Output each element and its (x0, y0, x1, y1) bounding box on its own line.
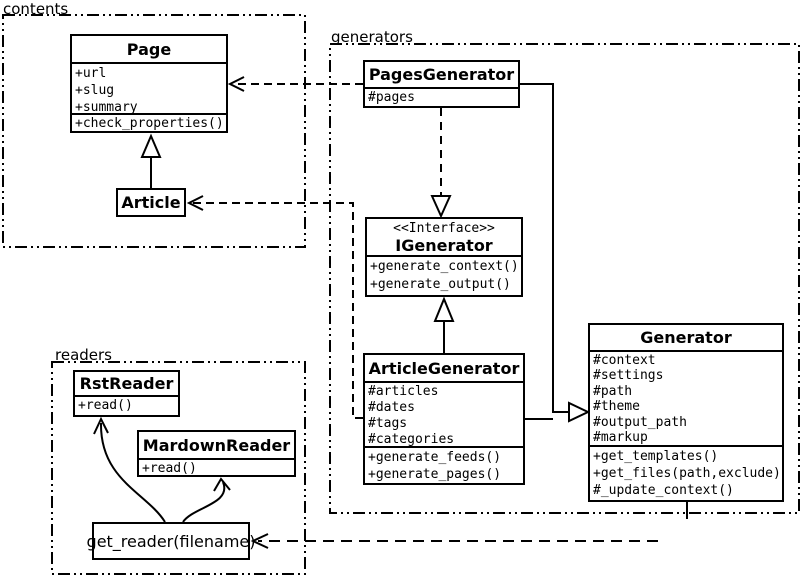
class-box-article: Article (116, 188, 186, 217)
package-label-readers: readers (55, 346, 112, 364)
method: +check_properties() (75, 116, 224, 131)
package-frame-contents (2, 14, 306, 248)
open-arrowhead-to-getreader (250, 533, 269, 549)
open-arrowhead-to-rstreader (93, 416, 109, 435)
inheritance-line-pagesgenerator-generator (520, 83, 569, 413)
class-header-igenerator: <<Interface>> IGenerator (367, 219, 521, 255)
open-arrowhead-to-mardownreader (213, 477, 231, 492)
class-name-articlegenerator: ArticleGenerator (368, 358, 520, 378)
inheritance-triangle-generator-left (568, 401, 591, 423)
attribute: #tags (368, 416, 408, 431)
class-methods-generator: +get_templates() +get_files(path,exclude… (590, 445, 782, 500)
class-attributes-page: +url +slug +summary (72, 62, 226, 113)
class-name-article: Article (121, 193, 181, 212)
arrow-curve-getreader-mardownreader (182, 481, 226, 523)
class-methods-igenerator: +generate_context() +generate_output() (367, 255, 521, 295)
class-box-generator: Generator #context #settings #path #them… (588, 323, 784, 502)
inheritance-triangle-article-page (140, 133, 162, 158)
inheritance-triangle-igenerator-bottom (433, 296, 455, 322)
class-box-igenerator: <<Interface>> IGenerator +generate_conte… (365, 217, 523, 297)
attribute: #theme (593, 399, 640, 415)
class-box-pagesgenerator: PagesGenerator #pages (363, 60, 520, 108)
arrow-curve-getreader-rstreader (99, 422, 166, 523)
package-label-contents: contents (3, 0, 69, 18)
method: #_update_context() (593, 483, 734, 498)
class-box-articlegenerator: ArticleGenerator #articles #dates #tags … (363, 353, 525, 485)
open-arrowhead-to-page (227, 76, 245, 92)
class-methods-page: +check_properties() (72, 113, 226, 131)
function-name-get-reader: get_reader(filename) (86, 531, 256, 551)
class-name-pagesgenerator: PagesGenerator (368, 65, 515, 84)
attribute: +summary (75, 100, 138, 113)
attribute: #categories (368, 432, 455, 446)
attribute: #context (593, 353, 656, 368)
realization-triangle-igenerator-top (430, 195, 452, 219)
dependency-line-articlegenerator-article (193, 202, 363, 419)
attribute: +slug (75, 83, 115, 98)
class-name-rstreader: RstReader (79, 374, 174, 393)
class-methods-articlegenerator: +generate_feeds() +generate_pages() (365, 446, 523, 483)
method: +get_files(path,exclude) (593, 466, 781, 481)
method: +read() (78, 398, 133, 413)
class-attributes-generator: #context #settings #path #theme #output_… (590, 350, 782, 445)
package-frame-readers (51, 361, 306, 575)
attribute: #pages (368, 90, 415, 105)
attribute: #settings (593, 368, 664, 384)
class-attributes-pagesgenerator: #pages (365, 87, 518, 106)
package-label-generators: generators (331, 28, 413, 46)
class-methods-mardownreader: +read() (139, 458, 294, 475)
attribute: #output_path (593, 414, 687, 430)
class-name-mardownreader: MardownReader (142, 435, 291, 455)
class-name-page: Page (126, 39, 172, 59)
method: +generate_feeds() (368, 450, 502, 465)
open-arrowhead-to-article (186, 195, 204, 211)
class-name-igenerator: IGenerator (395, 236, 493, 255)
attribute: +url (75, 66, 107, 81)
class-box-rstreader: RstReader +read() (73, 370, 180, 417)
method: +get_templates() (593, 449, 719, 464)
method: +read() (142, 461, 197, 475)
method: +generate_pages() (368, 467, 502, 482)
class-attributes-articlegenerator: #articles #dates #tags #categories (365, 381, 523, 446)
attribute: #markup (593, 430, 648, 445)
function-box-get-reader: get_reader(filename) (87, 522, 255, 560)
package-frame-generators (329, 43, 800, 514)
class-methods-rstreader: +read() (75, 395, 178, 415)
class-box-page: Page +url +slug +summary +check_properti… (70, 34, 228, 133)
class-box-mardownreader: MardownReader +read() (137, 430, 296, 477)
stereotype-interface: <<Interface>> (393, 221, 495, 236)
attribute: #articles (368, 384, 439, 399)
method: +generate_output() (370, 277, 511, 292)
attribute: #path (593, 383, 633, 399)
method: +generate_context() (370, 259, 519, 274)
class-name-generator: Generator (640, 328, 732, 347)
attribute: #dates (368, 400, 415, 415)
